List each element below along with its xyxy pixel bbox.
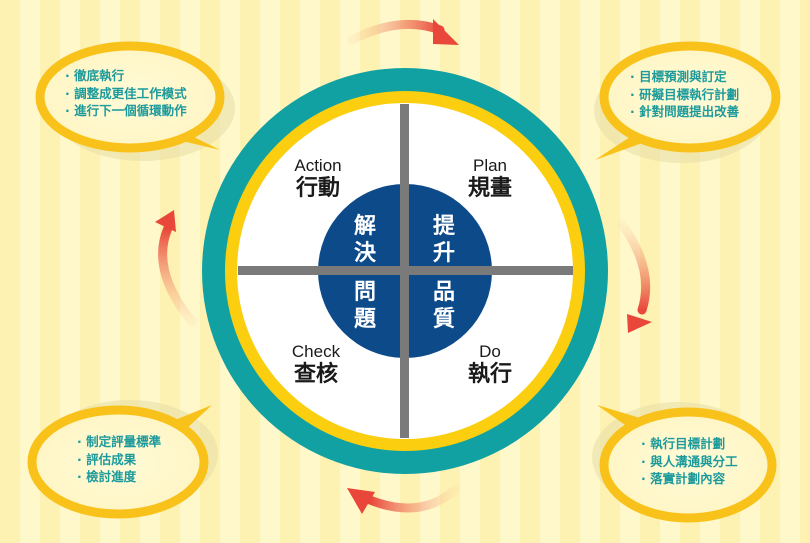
arrow-do-to-check xyxy=(347,485,460,514)
horizontal-divider xyxy=(238,266,573,275)
quadrant-do-zh: 執行 xyxy=(467,362,512,387)
bubble-item: 徹底執行 xyxy=(65,67,187,85)
bubble-plan-list: 目標預測與訂定 研擬目標執行計劃 針對問題提出改善 xyxy=(630,68,739,121)
center-char: 決 xyxy=(353,241,376,266)
bubble-item: 落實計劃內容 xyxy=(641,470,738,488)
quadrant-action-en: Action xyxy=(294,156,342,175)
bubble-item: 研擬目標執行計劃 xyxy=(630,86,739,104)
arrow-action-to-plan xyxy=(347,19,459,45)
quadrant-plan: Plan 規畫 xyxy=(445,156,535,202)
arrow-plan-to-do xyxy=(617,219,652,333)
quadrant-check-zh: 查核 xyxy=(293,362,338,387)
bubble-item: 執行目標計劃 xyxy=(641,435,738,453)
bubble-item: 進行下一個循環動作 xyxy=(65,102,187,120)
bubble-item: 檢討進度 xyxy=(77,468,161,486)
center-char: 品 xyxy=(432,280,455,305)
bubble-item: 評估成果 xyxy=(77,451,161,469)
quadrant-check-en: Check xyxy=(291,342,341,361)
center-top-left: 解 決 xyxy=(350,213,380,267)
quadrant-action-zh: 行動 xyxy=(295,176,340,201)
center-char: 升 xyxy=(432,241,455,266)
center-char: 提 xyxy=(432,214,455,239)
bubble-item: 目標預測與訂定 xyxy=(630,68,739,86)
center-char: 題 xyxy=(353,307,376,332)
bubble-check-list: 制定評量標準 評估成果 檢討進度 xyxy=(77,433,161,486)
center-char: 質 xyxy=(432,307,455,332)
center-char: 問 xyxy=(353,280,376,305)
quadrant-do-en: Do xyxy=(479,342,501,361)
bubble-item: 調整成更佳工作模式 xyxy=(65,85,187,103)
center-bottom-left: 問 題 xyxy=(350,279,380,333)
bubble-item: 與人溝通與分工 xyxy=(641,453,738,471)
quadrant-plan-en: Plan xyxy=(472,156,508,175)
bubble-do-list: 執行目標計劃 與人溝通與分工 落實計劃內容 xyxy=(641,435,738,488)
quadrant-check: Check 查核 xyxy=(271,342,361,388)
quadrant-plan-zh: 規畫 xyxy=(467,176,512,201)
quadrant-do: Do 執行 xyxy=(445,342,535,388)
pdca-wheel xyxy=(202,68,608,474)
center-bottom-right: 品 質 xyxy=(429,279,459,333)
bubble-item: 針對問題提出改善 xyxy=(630,103,739,121)
bubble-action-list: 徹底執行 調整成更佳工作模式 進行下一個循環動作 xyxy=(65,67,187,120)
bubble-item: 制定評量標準 xyxy=(77,433,161,451)
quadrant-action: Action 行動 xyxy=(273,156,363,202)
center-char: 解 xyxy=(353,214,376,239)
arrow-check-to-action xyxy=(155,210,197,327)
center-top-right: 提 升 xyxy=(429,213,459,267)
